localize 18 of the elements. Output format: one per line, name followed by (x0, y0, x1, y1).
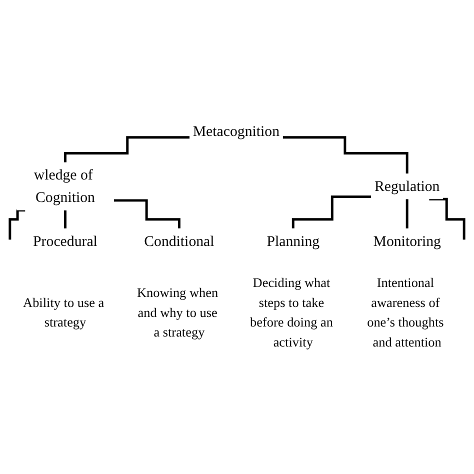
node-text: Conditional (144, 232, 214, 250)
node-label: Intentional awareness of one’s thoughts and attention (367, 276, 444, 350)
node-text: wledge of Cognition (34, 166, 95, 206)
node-text: Monitoring (373, 232, 441, 250)
connector (64, 136, 190, 164)
node-label: Ability to use a strategy (23, 296, 104, 330)
connector (406, 198, 408, 230)
connector (282, 136, 408, 176)
connector (292, 196, 372, 230)
connector (64, 209, 66, 230)
node-label: Deciding what steps to take before doing an activity (250, 276, 333, 350)
connector (8, 209, 26, 242)
node-label: Knowing when and why to use a strategy (136, 286, 218, 340)
connector (429, 198, 466, 242)
node-text: Procedural (33, 232, 98, 250)
node-text: Metacognition (192, 123, 280, 140)
connector (114, 200, 180, 230)
node-text: Planning (266, 232, 320, 250)
